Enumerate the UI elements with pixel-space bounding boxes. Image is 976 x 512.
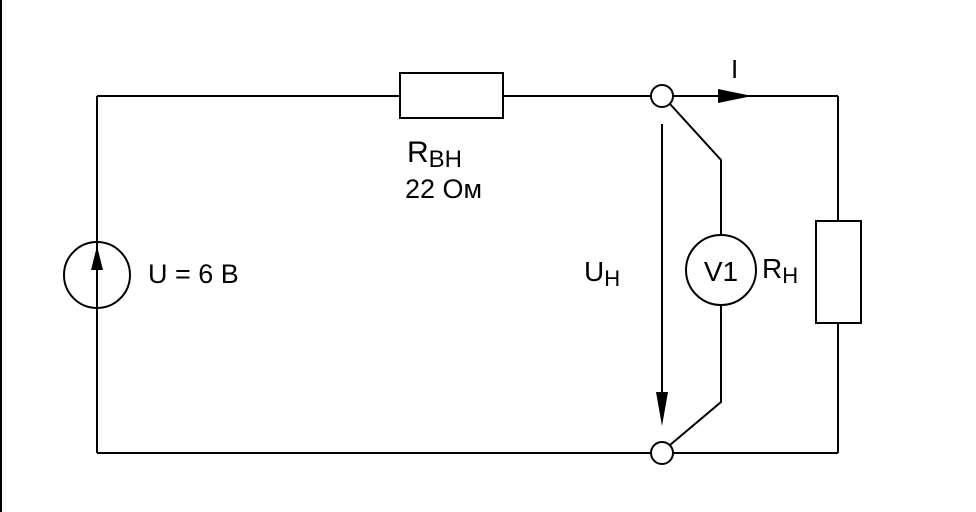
source-arrow-icon [91, 246, 103, 270]
un-main: U [584, 256, 604, 287]
bottom-terminal [650, 441, 674, 465]
rn-label: RН [762, 253, 798, 288]
rvn-label: RВН [407, 136, 462, 173]
voltage-source [63, 241, 131, 309]
voltmeter-circle [685, 234, 757, 306]
rvn-main: R [407, 136, 429, 169]
current-arrow-icon [718, 89, 752, 103]
rn-main: R [762, 253, 782, 284]
rvn-value-label: 22 Ом [405, 174, 482, 204]
source-label: U = 6 В [148, 259, 239, 289]
rn-subscript: Н [782, 263, 798, 288]
current-label: I [731, 54, 738, 84]
internal-resistor [399, 72, 504, 119]
wires [96, 95, 839, 454]
voltmeter-lead-top [669, 103, 722, 241]
un-subscript: Н [604, 266, 620, 291]
un-label: UН [584, 256, 620, 291]
voltmeter-label: V1 [704, 256, 738, 287]
load-resistor [815, 220, 862, 324]
voltage-arrow-head-icon [656, 392, 668, 426]
voltage-arrow [656, 124, 668, 426]
top-terminal [650, 84, 674, 108]
rvn-subscript: ВН [429, 146, 462, 173]
voltmeter-lead-bottom [669, 299, 722, 446]
